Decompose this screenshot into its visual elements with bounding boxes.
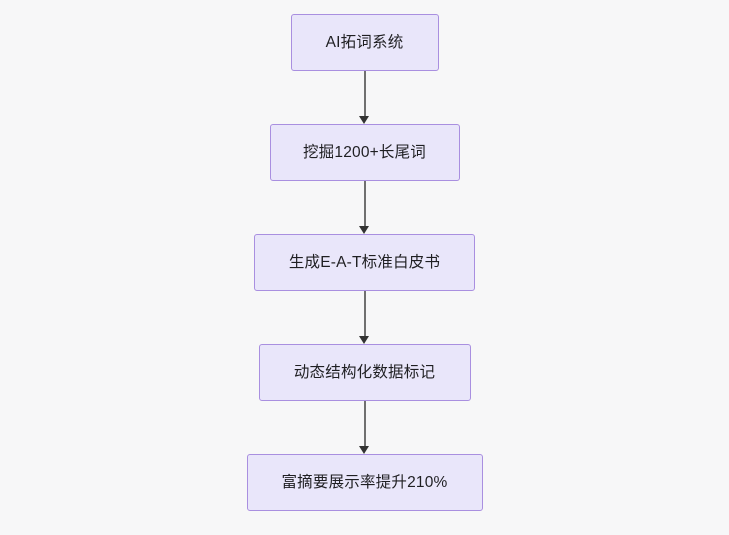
flow-arrow-2 [359, 181, 371, 234]
connector-line [363, 181, 366, 226]
flow-node-dynamic-structured-data-markup[interactable]: 动态结构化数据标记 [258, 344, 471, 401]
flow-node-label: 富摘要展示率提升210% [281, 473, 448, 491]
arrowhead-down-icon [359, 226, 369, 234]
flow-arrow-4 [359, 401, 371, 454]
arrowhead-down-icon [359, 446, 369, 454]
flow-node-label: AI拓词系统 [325, 33, 404, 51]
connector-line [363, 71, 366, 116]
flow-node-label: 动态结构化数据标记 [293, 363, 436, 381]
flow-node-rich-snippet-impression-uplift[interactable]: 富摘要展示率提升210% [246, 454, 483, 511]
flow-node-mine-longtail-keywords[interactable]: 挖掘1200+长尾词 [269, 124, 460, 181]
connector-line [363, 401, 366, 446]
flow-node-label: 生成E-A-T标准白皮书 [288, 253, 441, 271]
connector-line [363, 291, 366, 336]
arrowhead-down-icon [359, 116, 369, 124]
flow-node-label: 挖掘1200+长尾词 [302, 143, 427, 161]
flow-arrow-3 [359, 291, 371, 344]
flow-node-generate-eat-whitepaper[interactable]: 生成E-A-T标准白皮书 [254, 234, 475, 291]
arrowhead-down-icon [359, 336, 369, 344]
flow-node-ai-keyword-system[interactable]: AI拓词系统 [290, 14, 439, 71]
flow-arrow-1 [359, 71, 371, 124]
